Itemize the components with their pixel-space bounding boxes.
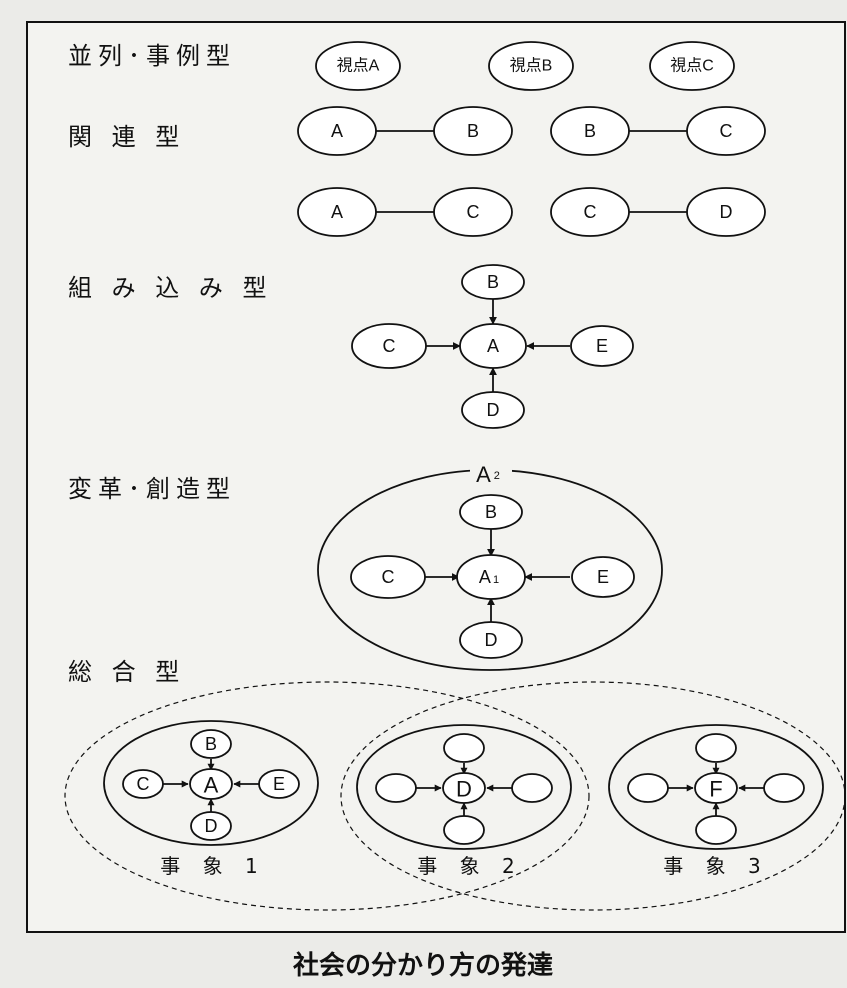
embedded-node-top [461,264,525,300]
related-node-1a-label: A [331,121,343,141]
event-1-node-right-label: E [273,774,285,794]
related-node-3b-label: C [467,202,480,222]
node-viewpoint-b-label: 視点B [510,57,553,75]
event-2-node-left [375,773,417,803]
embedded-node-left-label: C [383,336,396,356]
event-1-container [103,720,319,846]
embedded-node-bottom [461,391,525,429]
related-node-4b [686,187,766,237]
transform-node-center [456,554,526,600]
node-viewpoint-a [315,41,401,91]
event-3-node-center-label: F [709,777,722,802]
event-2-container [356,724,572,850]
transform-outer-label-sub: 2 [494,470,500,482]
event-1-label: 事 象 1 [160,854,265,878]
transform-node-bottom [459,621,523,659]
node-viewpoint-a-label: 視点A [337,57,380,75]
section-title-transform: 変革･創造型 [68,475,236,503]
event-2-node-top [443,733,485,763]
node-viewpoint-c-label: 視点C [670,57,714,75]
related-node-2b-label: C [720,121,733,141]
node-viewpoint-b [488,41,574,91]
related-node-2b [686,106,766,156]
transform-node-right-label: E [597,567,609,587]
related-node-4b-label: D [720,202,733,222]
event-1-node-bottom [190,811,232,841]
related-node-1b-label: B [467,121,479,141]
figure-caption: 社会の分かり方の発達 [293,950,553,981]
event-2-node-center-label: D [456,777,472,802]
event-2-node-center [442,772,486,804]
event-1-node-left [122,769,164,799]
transform-node-center-label-main: A [479,567,491,587]
embedded-node-top-label: B [487,272,499,292]
related-node-3b [433,187,513,237]
related-node-2a-label: B [584,121,596,141]
embedded-node-right [570,325,634,367]
synthesis-group: B C A E D 事 象 1 D [64,681,846,911]
section-title-synthesis: 総 合 型 [68,658,185,686]
related-node-2a [550,106,630,156]
embedded-node-center-label: A [487,336,499,356]
embedded-node-center [459,323,527,369]
event-1-node-top [190,729,232,759]
event-1: B C A E D 事 象 1 [103,720,319,878]
parallel-group: 視点A 視点B 視点C [315,41,735,91]
embedded-group: B C A E D [351,264,634,429]
event-2-label: 事 象 2 [417,854,522,878]
event-3-node-bottom [695,815,737,845]
transform-outer-label-bg [470,462,512,482]
related-node-4a [550,187,630,237]
section-title-related: 関 連 型 [68,123,185,151]
related-node-3a [297,187,377,237]
transform-node-left-label: C [382,567,395,587]
event-1-node-right [258,769,300,799]
embedded-node-right-label: E [596,336,608,356]
event-2: D 事 象 2 [356,724,572,878]
transform-node-bottom-label: D [485,630,498,650]
transform-node-left [350,555,426,599]
event-1-node-center-label: A [204,773,219,798]
related-node-1b [433,106,513,156]
related-node-3a-label: A [331,202,343,222]
section-title-embedded: 組 み 込 み 型 [68,274,273,302]
event-3-container [608,724,824,850]
event-3-node-right [763,773,805,803]
synthesis-dashed-left [64,681,590,911]
synthesis-dashed-right [340,681,846,911]
event-2-node-right [511,773,553,803]
event-3-node-center [694,772,738,804]
transform-outer-label-main: A [476,462,491,487]
embedded-node-left [351,323,427,369]
event-3-label: 事 象 3 [663,854,768,878]
transform-node-top [459,494,523,530]
event-3-node-top [695,733,737,763]
event-2-node-bottom [443,815,485,845]
transform-node-right [571,556,635,598]
transform-node-top-label: B [485,502,497,522]
embedded-node-bottom-label: D [487,400,500,420]
transform-node-center-label-sub: 1 [493,574,499,586]
node-viewpoint-c [649,41,735,91]
related-group: A B B C A C C D [297,106,766,237]
event-1-node-center [189,768,233,800]
event-1-node-left-label: C [137,774,150,794]
section-title-parallel: 並列･事例型 [68,42,236,70]
event-3: F 事 象 3 [608,724,824,878]
event-1-node-top-label: B [205,734,217,754]
related-node-1a [297,106,377,156]
event-1-node-bottom-label: D [205,816,218,836]
event-3-node-left [627,773,669,803]
related-node-4a-label: C [584,202,597,222]
